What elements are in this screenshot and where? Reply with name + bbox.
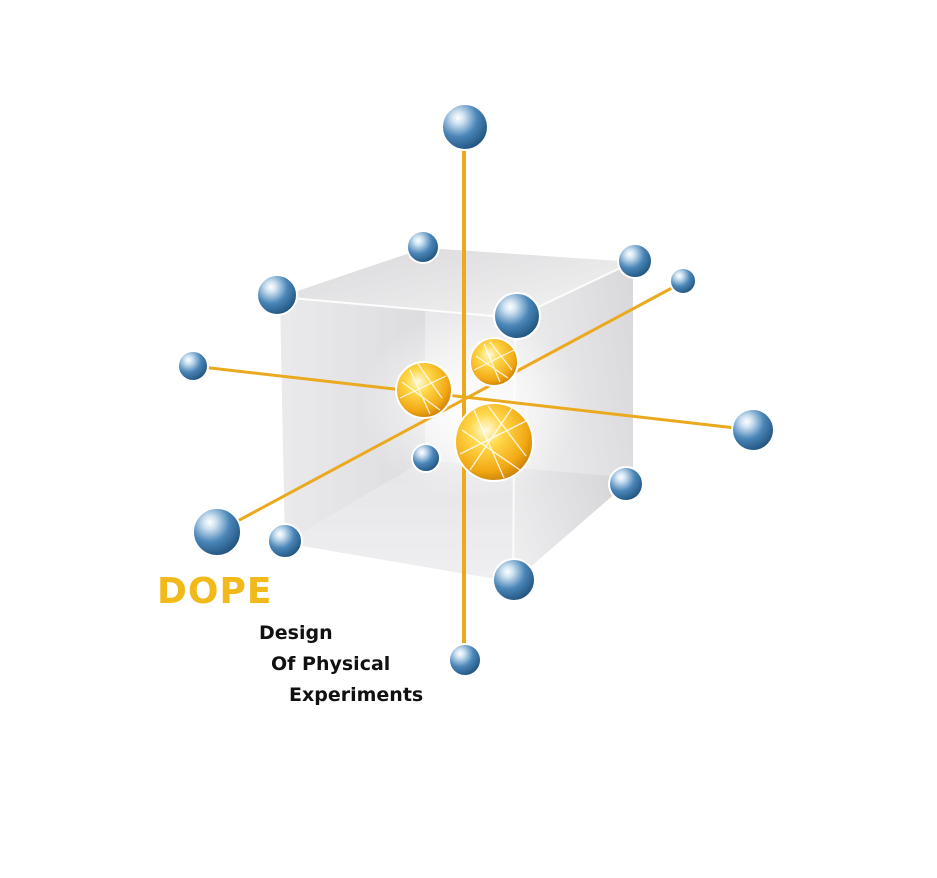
cube-top-face	[280, 248, 633, 318]
blue-sphere-icon	[493, 292, 541, 340]
blue-sphere-icon	[492, 558, 536, 602]
blue-points	[177, 103, 775, 677]
cube-left-face	[280, 248, 425, 543]
blue-sphere-icon	[256, 274, 298, 316]
blue-sphere-icon	[192, 507, 242, 557]
blue-sphere-icon	[441, 103, 489, 151]
gold-sphere-icon	[454, 402, 534, 482]
blue-sphere-icon	[177, 350, 209, 382]
blue-sphere-icon	[267, 523, 303, 559]
blue-sphere-icon	[608, 466, 644, 502]
depth-axis	[215, 280, 685, 534]
tagline-line-3: Experiments	[289, 684, 424, 706]
horizontal-axis	[191, 364, 755, 432]
blue-sphere-icon	[448, 643, 482, 677]
tagline-line-1: Design	[259, 622, 333, 644]
blue-sphere-icon	[669, 267, 697, 295]
blue-sphere-icon	[406, 230, 440, 264]
blue-sphere-icon	[731, 408, 775, 452]
blue-sphere-icon	[617, 243, 653, 279]
tagline-line-2: Of Physical	[271, 653, 391, 675]
axes	[191, 126, 755, 662]
gold-sphere-icon	[395, 361, 453, 419]
gold-sphere-icon	[469, 337, 519, 387]
gold-points	[395, 337, 534, 482]
blue-sphere-icon	[411, 443, 441, 473]
cube	[279, 248, 634, 583]
logo-acronym: DOPE	[157, 571, 273, 612]
